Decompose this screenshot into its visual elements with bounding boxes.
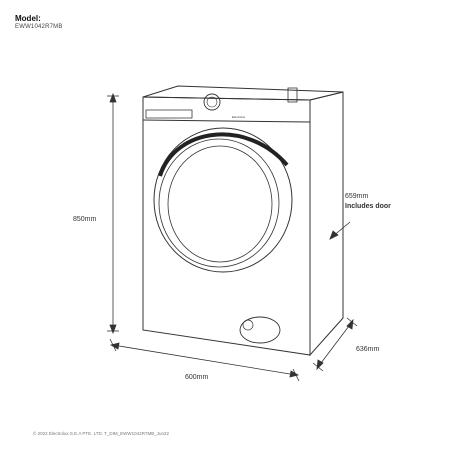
washing-machine-outline (142, 85, 344, 357)
width-dimension (109, 338, 300, 382)
door-rim-arc (158, 132, 289, 177)
door-outer-ring (153, 127, 293, 273)
machine-top-face (142, 85, 344, 101)
width-label: 600mm (185, 374, 209, 381)
display-window (287, 87, 298, 103)
control-panel-line (142, 119, 311, 123)
door-glass (167, 145, 273, 263)
height-dimension (107, 92, 119, 335)
machine-side-face (309, 91, 344, 357)
model-label: Model: (15, 14, 41, 23)
door-middle-ring (158, 138, 280, 268)
control-knob (203, 93, 221, 111)
depth-label: 636mm (356, 346, 380, 353)
depth-note-label: Includes door (345, 203, 391, 210)
filter-cover (239, 316, 281, 344)
depth-with-door-label: 659mm (345, 193, 369, 200)
model-code: EWW1042R7MB (15, 24, 63, 30)
detergent-drawer (145, 109, 193, 119)
copyright-footer: © 2022 Electrolux S.E.A PTE. LTD. T_DIM_… (33, 431, 169, 436)
depth-with-door-dimension (329, 221, 351, 240)
height-label: 850mm (73, 216, 97, 223)
depth-dimension (312, 317, 358, 372)
brand-mark: Electrolux (232, 115, 246, 119)
